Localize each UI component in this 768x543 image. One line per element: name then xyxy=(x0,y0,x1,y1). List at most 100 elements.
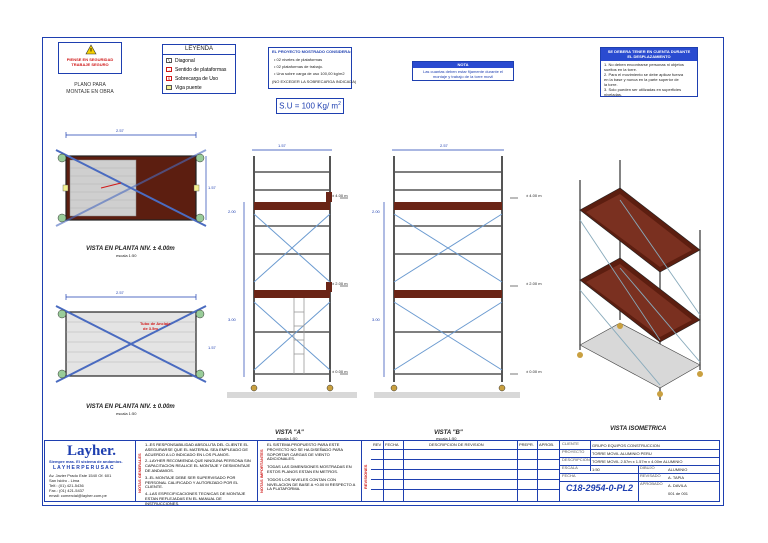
project-item: • 02 niveles de plataformas xyxy=(274,57,323,62)
view-a-h2: 3.00 xyxy=(228,317,236,322)
tb-label: ESCALA xyxy=(562,465,578,470)
iso-title: VISTA ISOMETRICA xyxy=(610,426,667,432)
title-block: CLIENTE GRUPO EQUIPOS CONSTRUCCION PROYE… xyxy=(560,441,719,501)
important-notes-label: NOTAS IMPORTANTES xyxy=(259,449,264,493)
view-a-scale: escala 1:50 xyxy=(277,436,298,441)
tb-scale: 1:50 xyxy=(592,467,600,472)
tb-label: REVISADO xyxy=(640,473,661,478)
anchor-annotation1: Tubo de Anclaje xyxy=(140,321,171,326)
view-b-level2: ± 2.00 m xyxy=(526,281,542,286)
displacement-line: niveladas. xyxy=(604,92,623,97)
note-title: NOTA xyxy=(413,62,513,68)
su-label: S.U = 100 Kg/ m2 xyxy=(279,101,341,111)
plan-top-drawing xyxy=(55,132,207,227)
displacement-line: sueltos en la torre. xyxy=(604,67,637,72)
rev-header: FECHA xyxy=(385,442,399,447)
brand-logo: Layher. xyxy=(67,443,117,459)
legend-title: LEYENDA xyxy=(184,46,213,52)
displacement-line: 2. Para el movimiento se debe aplicar fu… xyxy=(604,72,684,77)
view-a-level2: ± 2.00 m xyxy=(332,281,348,286)
tb-project: TORRE MOVIL ALUMINIO PERU xyxy=(592,451,652,456)
tb-drawn: ALUMINIO xyxy=(668,467,688,472)
rev-header: REV xyxy=(373,442,382,447)
plan-top-title: VISTA EN PLANTA NIV. ± 4.00m xyxy=(86,246,175,252)
legend-item: ╲Diagonal xyxy=(166,57,195,64)
important-note-para: EL SISTEMA PROPUESTO PARA ESTE PROYECTO … xyxy=(267,442,343,462)
sheet-number: 001 de 001 xyxy=(668,491,689,496)
project-title: EL PROYECTO MOSTRADO CONSIDERA: xyxy=(272,49,352,54)
anchor-annotation2: de 3.5m xyxy=(143,326,158,331)
plan-top-width-dim: 2.57 xyxy=(116,128,124,133)
rev-header: APROB. xyxy=(539,442,555,447)
view-a-top-dim: 1.57 xyxy=(278,143,286,148)
important-note-para: TODAS LAS DIMENSIONES MOSTRADAS EN ESTOS… xyxy=(267,464,352,474)
brand-fax: Fax.: (01) 421-5437 xyxy=(49,488,85,493)
rev-header: PREPR. xyxy=(519,442,534,447)
brand-addr1: Av. Javier Prado Este 1540 Of. 601 xyxy=(49,473,112,478)
project-item: • Una sobre carga de uso 100,00 kg/m2 xyxy=(274,71,345,76)
beam-icon xyxy=(166,85,172,90)
title-strip: Layher. Siempre mas. El sistema de andam… xyxy=(44,440,720,506)
view-b-h1: 2.00 xyxy=(372,209,380,214)
isometric-drawing xyxy=(577,160,703,400)
displacement-line: 1. No deben encontrarse personas ni obje… xyxy=(604,62,684,67)
brand-panel: Layher. Siempre mas. El sistema de andam… xyxy=(45,441,135,501)
safety-box: PIENSE EN SEGURIDAD TRABAJE SEGURO xyxy=(58,42,122,74)
revisions-table: REV FECHA DESCRIPCION DE REVISION PREPR.… xyxy=(371,441,559,501)
project-box: EL PROYECTO MOSTRADO CONSIDERA: • 02 niv… xyxy=(268,47,356,89)
tb-client: GRUPO EQUIPOS CONSTRUCCION xyxy=(592,443,660,448)
tb-approved: A. DAVILA xyxy=(668,483,687,488)
project-warning: (NO EXCEDER LA SOBRECARGA INDICADA) xyxy=(272,79,357,84)
legend-item: →Sentido de plataformas xyxy=(166,66,227,73)
rev-header: DESCRIPCION DE REVISION xyxy=(429,442,484,447)
view-b-title: VISTA "B" xyxy=(434,430,463,436)
plan-bottom-drawing xyxy=(55,294,207,383)
general-note-para: 4.-LAS ESPECIFICACIONES TECNICAS DE MONT… xyxy=(145,491,246,506)
view-a-level1: ± 4.00 m xyxy=(332,193,348,198)
tb-label: DESCRIPCION xyxy=(562,457,590,462)
important-notes: EL SISTEMA PROPUESTO PARA ESTE PROYECTO … xyxy=(267,442,357,492)
view-b-level3: ± 0.00 m xyxy=(526,369,542,374)
legend-box: LEYENDA ╲Diagonal →Sentido de plataforma… xyxy=(162,44,236,94)
view-a-title: VISTA "A" xyxy=(275,430,304,436)
general-note-para: 2.-LAYHER RECOMIENDA QUE NINGUNA PERSONA… xyxy=(145,458,251,473)
tb-reviewed: A. TAPIA xyxy=(668,475,685,480)
load-icon: S xyxy=(166,76,172,81)
plan-bottom-scale: escala 1:50 xyxy=(116,411,137,416)
displacement-line: en la base y nunca en la parte superior … xyxy=(604,77,679,82)
revisions-label: REVISIONES xyxy=(363,464,368,489)
safety-line2: TRABAJE SEGURO xyxy=(71,62,109,67)
diagonal-icon: ╲ xyxy=(166,58,172,63)
plan-title-line1: PLANO PARA xyxy=(74,82,106,88)
plan-title-line2: MONTAJE EN OBRA xyxy=(66,89,114,95)
displacement-title: SE DEBERA TENER EN CUENTA DURANTE EL DES… xyxy=(601,48,697,61)
displacement-box: SE DEBERA TENER EN CUENTA DURANTE EL DES… xyxy=(600,47,698,97)
safety-line1: PIENSE EN SEGURIDAD xyxy=(66,57,114,62)
general-notes: 1.-ES RESPONSABILIDAD ABSOLUTA DEL CLIEN… xyxy=(145,442,253,507)
tb-label: APROBADO xyxy=(640,481,663,486)
plan-top-scale: escala 1:50 xyxy=(116,253,137,258)
general-note-para: 3.-EL MONTAJE DEBE SER SUPERVISADO POR P… xyxy=(145,474,239,490)
tb-label: DIBUJO xyxy=(640,465,655,470)
displacement-line: la torre. xyxy=(604,82,618,87)
important-note-para: TODOS LOS NIVELES CONTAN CON NIVELACION … xyxy=(267,476,356,492)
brand-company: L A Y H E R P E R U S A C xyxy=(53,465,114,471)
view-b-scale: escala 1:50 xyxy=(436,436,457,441)
legend-item: Viga puente xyxy=(166,83,226,92)
brand-tagline: Siempre mas. El sistema de andamios. xyxy=(49,459,123,464)
view-a-drawing xyxy=(227,149,357,398)
brand-email: email: comercial@layher.com.pe xyxy=(49,493,107,498)
note-box: NOTA Las cuantas deben estar fijamente d… xyxy=(412,61,514,81)
plan-bottom-width-dim: 2.57 xyxy=(116,290,124,295)
plan-top-depth-dim: 1.57 xyxy=(208,185,216,190)
view-a-level3: ± 0.00 m xyxy=(332,369,348,374)
tb-label: FECHA xyxy=(562,473,576,478)
tb-label: PROYECTO xyxy=(562,449,585,454)
view-a-h1: 2.00 xyxy=(228,209,236,214)
tb-description: TORRE MOVIL 2.57m x 1.57m x 4.00m ALUMIN… xyxy=(592,459,683,464)
plan-bottom-title: VISTA EN PLANTA NIV. ± 0.00m xyxy=(86,404,175,410)
view-b-h2: 3.00 xyxy=(372,317,380,322)
